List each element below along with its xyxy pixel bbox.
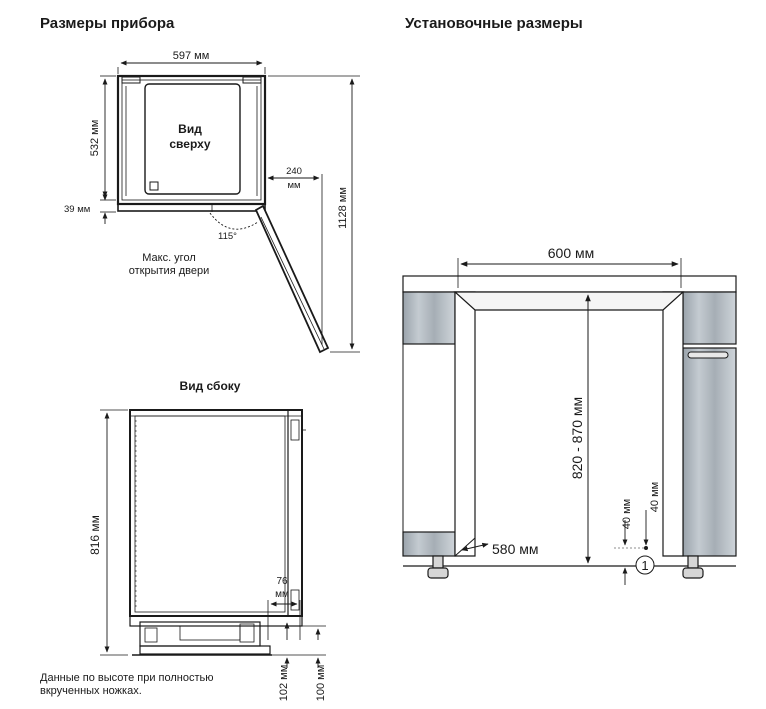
left-cabinet-drawer [402,291,456,345]
top-view-labels: Вид сверху 597 мм 532 мм 39 мм 240 мм 11… [64,50,349,277]
open-door [254,204,330,354]
right-cabinet-drawer [682,291,737,345]
side-view-label: Вид сбоку [180,379,241,393]
side-view [100,409,326,668]
marker-circle [635,555,655,575]
niche-depth-label: 580 мм [492,541,539,557]
door-clearance-label-1: 240 [286,166,302,177]
height-label: 816 мм [88,515,102,555]
vent-label-2: 40 мм [649,482,661,512]
appliance-inner-outline [144,83,241,195]
right-cabinet-door [682,347,737,557]
device-dimensions-heading: Размеры прибора [40,15,175,32]
cabinet-feet [427,555,704,579]
recess-label-1: 76 [276,576,288,587]
depth-label: 532 мм [89,120,101,157]
niche-width-label: 600 мм [548,245,595,261]
door-strip [117,203,266,212]
top-view-label-1: Вид [178,122,202,136]
max-angle-label-2: открытия двери [129,265,209,277]
recess-label-2: мм [275,589,289,600]
vent-label-1: 40 мм [621,499,633,529]
cabinet-handle [687,351,729,359]
angle-label: 115° [218,231,237,242]
feet-height-label-2: 100 мм [315,665,327,702]
top-view-label-2: сверху [169,137,211,151]
footnote: Данные по высоте при полностью вкрученны… [40,672,214,697]
side-view-labels: Вид сбоку 816 мм 76 мм 102 мм 100 мм [88,379,327,701]
width-label: 597 мм [173,50,210,62]
countertop [402,275,737,293]
top-view [100,60,360,354]
max-angle-label-1: Макс. угол [142,252,196,264]
niche-height-label: 820 - 870 мм [569,397,585,479]
door-clearance-label-2: мм [287,180,300,191]
door-depth-label: 39 мм [64,204,90,215]
marker-label: 1 [641,558,648,573]
installation-dimensions-heading: Установочные размеры [405,15,583,32]
open-depth-label: 1128 мм [337,187,349,229]
door-side [287,409,303,617]
installation-view [402,258,737,585]
installation-labels: 600 мм 820 - 870 мм 580 мм 40 мм 40 мм 1 [492,245,661,573]
left-cabinet-plinth [402,531,456,557]
feet-height-label-1: 102 мм [278,665,290,702]
